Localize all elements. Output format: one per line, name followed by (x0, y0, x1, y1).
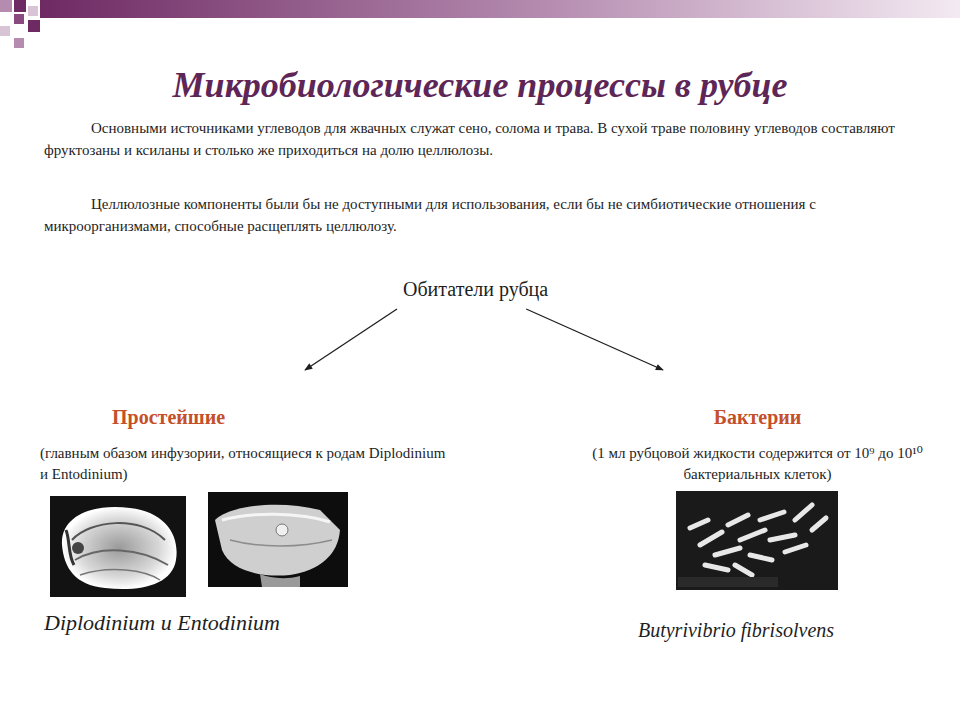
deco-square (28, 20, 40, 32)
deco-square (0, 26, 10, 36)
arrow-connector (305, 309, 397, 370)
group-note: (1 мл рубцовой жидкости содержится от 10… (565, 443, 950, 485)
bacteria-micrograph (676, 491, 838, 590)
arrow-connector (526, 309, 663, 370)
image-caption: Butyrivibrio fibrisolvens (546, 617, 926, 643)
deco-square (28, 6, 38, 16)
group-heading: Бактерии (565, 406, 950, 429)
diplodinium-micrograph (50, 496, 186, 597)
deco-square (14, 38, 24, 48)
group-node: Бактерии (1 мл рубцовой жидкости содержит… (565, 370, 950, 485)
group-heading: Простейшие (112, 406, 455, 429)
entodinium-micrograph (208, 492, 348, 587)
deco-square (0, 0, 12, 12)
image-caption: Diplodinium и Entodinium (44, 609, 464, 637)
deco-square (14, 14, 24, 24)
deco-square (14, 0, 26, 12)
root-node: Обитатели рубца (393, 278, 556, 309)
group-node: Простейшие (главным обазом инфузории, отн… (40, 370, 455, 485)
group-note: (главным обазом инфузории, относящиеся к… (40, 443, 455, 485)
slide-title: Микробиологические процессы в рубце (0, 64, 960, 106)
intro-paragraph: Основными источниками углеводов для жвач… (44, 117, 924, 161)
node-label: Обитатели рубца (403, 278, 548, 301)
intro-paragraph: Целлюлозные компоненты были бы не доступ… (44, 193, 924, 237)
top-bar (40, 0, 960, 18)
